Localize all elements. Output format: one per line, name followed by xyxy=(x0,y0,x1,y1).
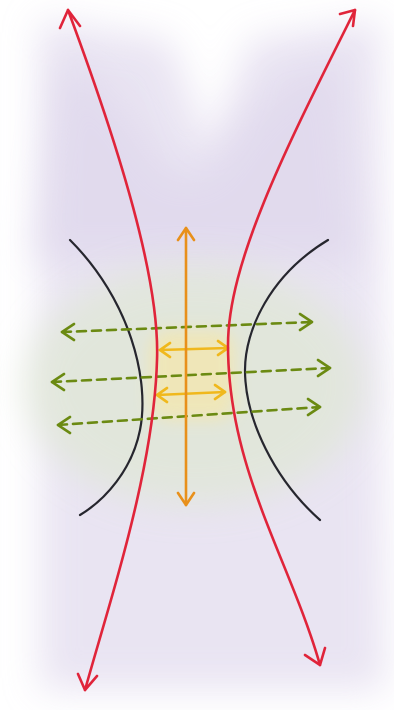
background-wash xyxy=(25,20,385,690)
